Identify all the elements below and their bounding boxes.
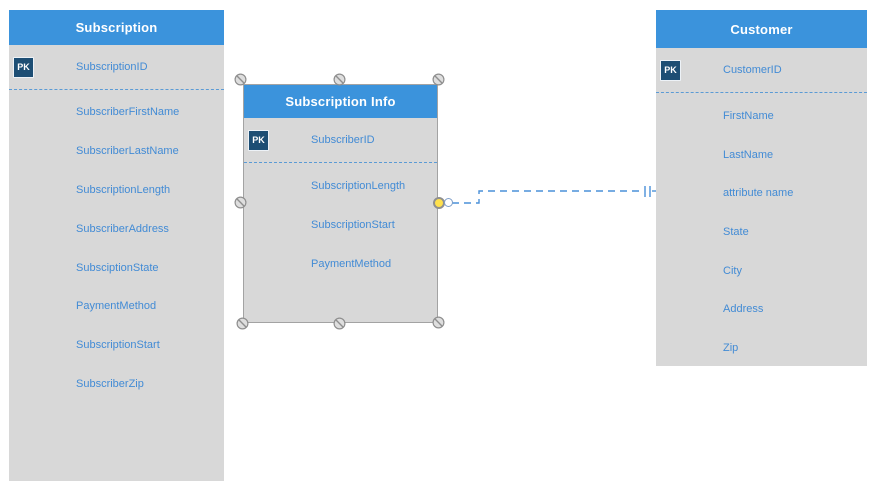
field-row[interactable]: PaymentMethod	[76, 300, 157, 313]
field-row[interactable]: SubscriptionStart	[311, 218, 395, 231]
field-row[interactable]: Zip	[723, 341, 739, 354]
lock-handle-top-center[interactable]	[332, 72, 346, 86]
table-title: Customer	[730, 21, 793, 37]
field-row[interactable]: SubscriptionLength	[76, 183, 171, 196]
pk-field-name: SubscriberID	[311, 134, 375, 146]
field-row[interactable]: Address	[723, 303, 764, 316]
lock-handle-bottom-right[interactable]	[431, 315, 445, 329]
field-row[interactable]: SubscriberAddress	[76, 222, 169, 235]
lock-handle-middle-left[interactable]	[233, 195, 247, 209]
field-row[interactable]: LastName	[723, 148, 774, 161]
field-row[interactable]: attribute name	[723, 187, 794, 200]
pk-badge: PK	[248, 129, 269, 151]
connector-begin-point[interactable]	[443, 198, 453, 207]
connector-line[interactable]	[452, 190, 639, 204]
table-header[interactable]: Subscription	[9, 10, 224, 45]
field-row[interactable]: SubscriptionLength	[311, 179, 406, 192]
table-header[interactable]: Subscription Info	[244, 85, 437, 118]
field-row[interactable]: SubscriptionStart	[76, 339, 160, 352]
cardinality-one-marker	[644, 186, 656, 197]
field-row[interactable]: State	[723, 225, 749, 238]
pk-badge: PK	[660, 59, 681, 81]
table-header[interactable]: Customer	[656, 10, 867, 48]
field-row[interactable]: SubscriberZip	[76, 377, 144, 390]
field-row[interactable]: SubsciptionState	[76, 261, 159, 274]
lock-handle-top-right[interactable]	[431, 72, 445, 86]
pk-row[interactable]: PK CustomerID	[656, 48, 867, 93]
lock-handle-top-left[interactable]	[233, 72, 247, 86]
table-title: Subscription Info	[285, 94, 396, 109]
field-row[interactable]: SubscriberLastName	[76, 145, 179, 158]
field-row[interactable]: City	[723, 264, 742, 277]
pk-field-name: SubscriptionID	[76, 61, 148, 73]
pk-badge: PK	[13, 56, 34, 78]
pk-field-name: CustomerID	[723, 64, 782, 76]
lock-handle-bottom-center[interactable]	[332, 316, 346, 330]
entity-table-subscription[interactable]: Subscription PK SubscriptionID Subscribe…	[9, 10, 224, 481]
field-row[interactable]: PaymentMethod	[311, 257, 392, 270]
field-row[interactable]: SubscriberFirstName	[76, 106, 180, 119]
lock-handle-bottom-left[interactable]	[235, 316, 249, 330]
entity-table-subscription-info[interactable]: Subscription Info PK SubscriberID Subscr…	[243, 84, 438, 323]
pk-row[interactable]: PK SubscriptionID	[9, 45, 224, 90]
table-title: Subscription	[75, 20, 158, 35]
pk-row[interactable]: PK SubscriberID	[244, 118, 437, 163]
field-row[interactable]: FirstName	[723, 109, 774, 122]
